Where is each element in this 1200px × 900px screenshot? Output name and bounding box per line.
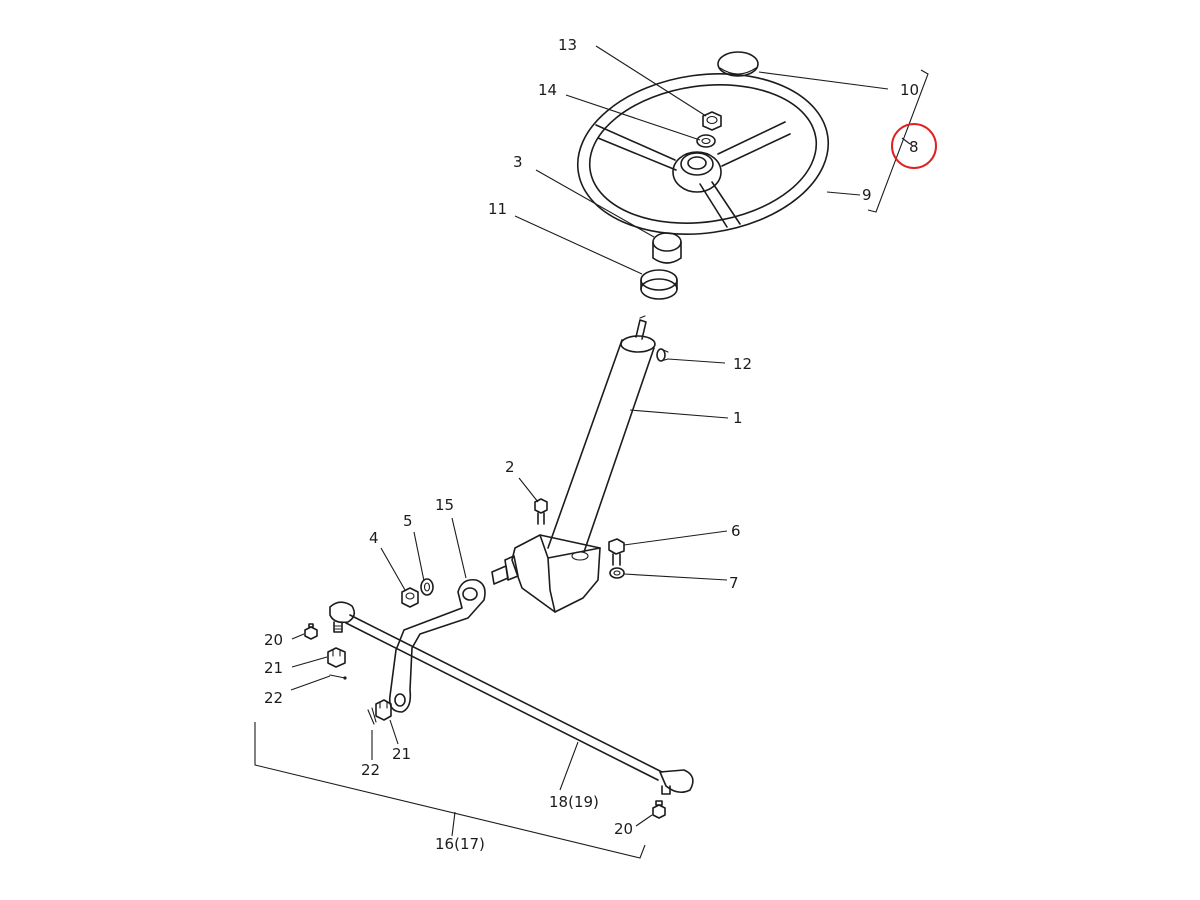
- label-20-right: 20: [614, 820, 633, 838]
- pin-12: [656, 348, 669, 362]
- steering-gearbox: [491, 534, 601, 613]
- label-7: 7: [729, 574, 739, 592]
- cotter-pin-left: [329, 674, 347, 680]
- label-1: 1: [733, 409, 743, 427]
- steering-column: [547, 315, 656, 553]
- bolt-2: [534, 498, 548, 525]
- label-20-left: 20: [264, 631, 283, 649]
- label-10: 10: [900, 81, 919, 99]
- cotter-pin-right: [367, 707, 377, 725]
- label-8: 8: [909, 138, 919, 156]
- wheel-washer: [696, 134, 716, 148]
- drag-link: [329, 601, 694, 795]
- label-5: 5: [403, 512, 413, 530]
- nut-4: [401, 587, 419, 608]
- label-13: 13: [558, 36, 577, 54]
- label-4: 4: [369, 529, 379, 547]
- label-14: 14: [538, 81, 557, 99]
- steering-wheel: [576, 73, 830, 235]
- label-11: 11: [488, 200, 507, 218]
- label-21-left: 21: [264, 659, 283, 677]
- label-22-right: 22: [361, 761, 380, 779]
- label-21-right: 21: [392, 745, 411, 763]
- washer-7: [609, 567, 625, 579]
- seal-ring: [640, 269, 678, 300]
- label-2: 2: [505, 458, 515, 476]
- castle-nut-right: [375, 699, 392, 721]
- pitman-arm: [388, 578, 486, 713]
- column-bushing: [652, 232, 682, 264]
- horn-cap: [717, 51, 759, 77]
- label-6: 6: [731, 522, 741, 540]
- label-9: 9: [862, 186, 872, 204]
- highlight-circle: [891, 123, 937, 169]
- grease-fitting-upper: [304, 623, 318, 640]
- washer-5: [420, 578, 434, 596]
- wheel-nut: [702, 111, 722, 131]
- bolt-6: [608, 538, 625, 566]
- grease-fitting-lower: [652, 800, 666, 819]
- leader-lines: [254, 45, 929, 859]
- label-3: 3: [513, 153, 523, 171]
- part-labels: 13 14 3 11 10 8 9 12 1 2 15 5 4 6 7 20 2…: [264, 36, 919, 853]
- label-22-left: 22: [264, 689, 283, 707]
- label-12: 12: [733, 355, 752, 373]
- label-16-17: 16(17): [435, 835, 485, 853]
- label-15: 15: [435, 496, 454, 514]
- castle-nut-left: [327, 647, 346, 668]
- label-18-19: 18(19): [549, 793, 599, 811]
